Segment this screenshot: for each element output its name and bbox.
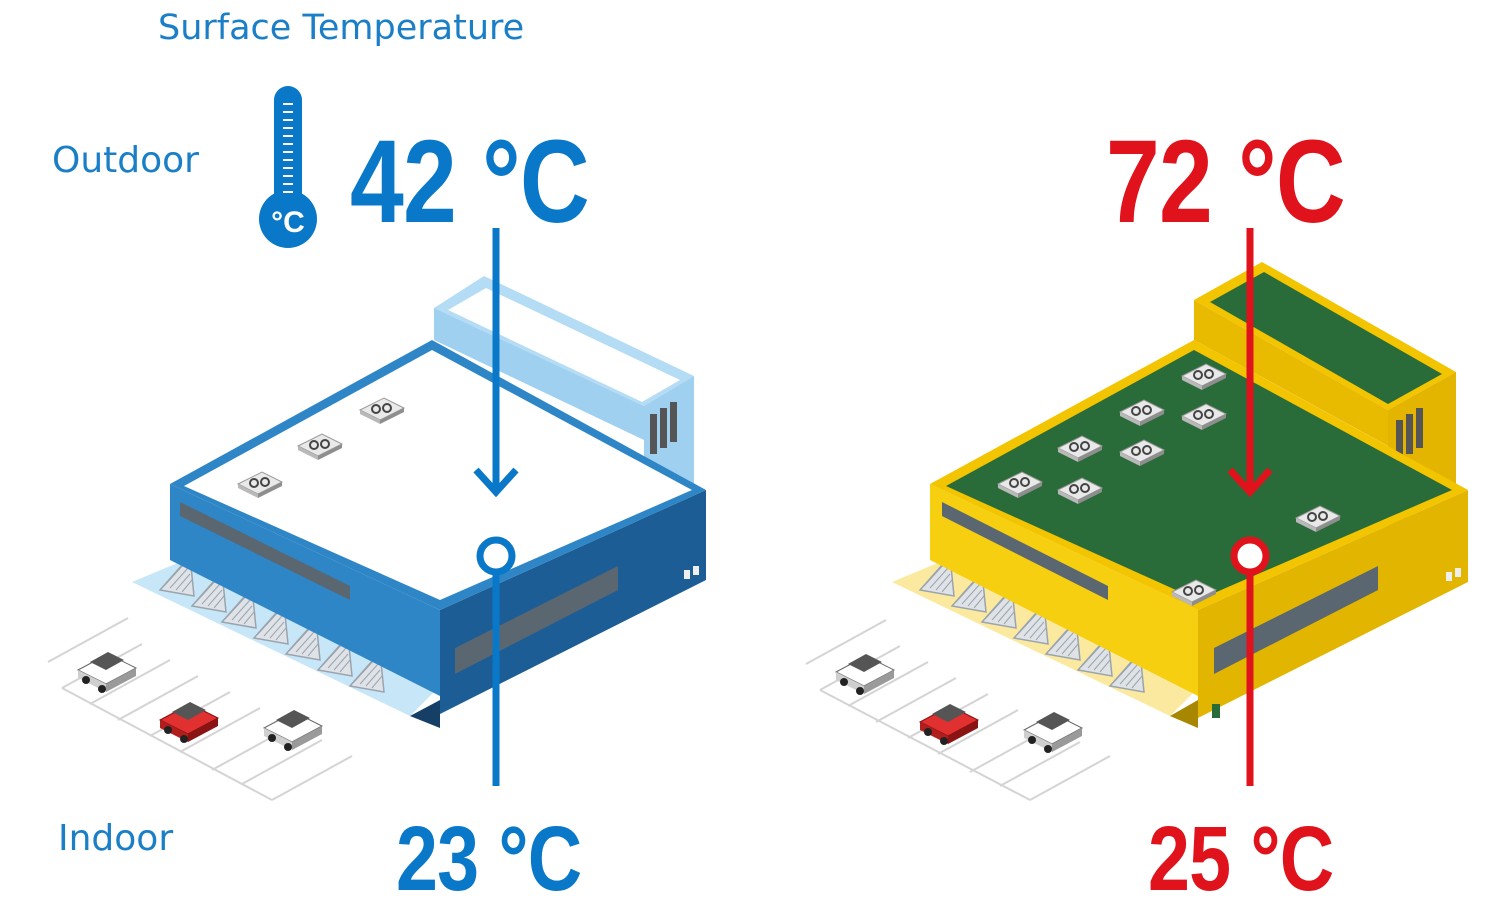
cool-indoor-temp: 23 °C xyxy=(396,808,582,910)
hot-indoor-temp: 25 °C xyxy=(1148,808,1334,910)
cool-heat-flow-indicator xyxy=(473,228,519,786)
indoor-label: Indoor xyxy=(58,818,174,859)
outdoor-label: Outdoor xyxy=(52,140,199,181)
hot-outdoor-temp: 72 °C xyxy=(1106,116,1346,248)
cool-roof-building xyxy=(47,276,706,801)
hot-heat-flow-indicator xyxy=(1227,228,1273,786)
thermometer-celsius-icon: °C xyxy=(259,86,317,248)
diagram-title: Surface Temperature xyxy=(158,8,525,48)
cool-outdoor-temp: 42 °C xyxy=(350,116,590,248)
hot-roof-building xyxy=(805,262,1468,801)
svg-text:°C: °C xyxy=(271,206,305,239)
